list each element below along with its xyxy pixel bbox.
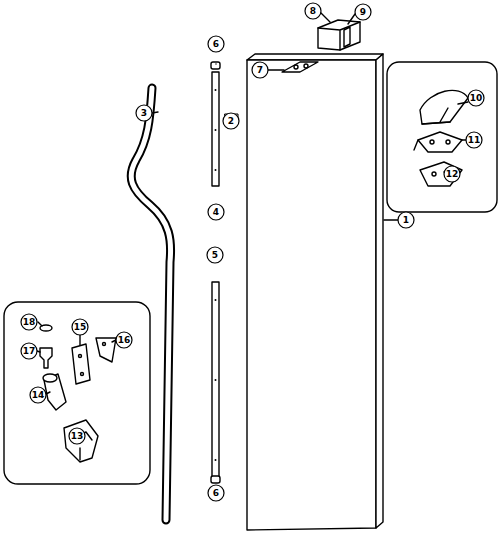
callout-number: 3 <box>136 105 152 121</box>
callout-number: 5 <box>207 247 223 263</box>
callout-circle <box>207 247 223 263</box>
callout-circle <box>466 132 482 148</box>
callout-circle <box>136 105 152 121</box>
callout-circle <box>305 3 321 19</box>
callout-number: 6 <box>208 36 224 52</box>
callout-number: 1 <box>398 212 414 228</box>
callout-number: 14 <box>30 387 46 403</box>
callout-number: 17 <box>21 343 37 359</box>
callout-number: 12 <box>444 166 460 182</box>
callout-circle <box>355 4 371 20</box>
callout-circle <box>252 62 268 78</box>
callout-circle <box>30 387 46 403</box>
callout-number: 18 <box>21 314 37 330</box>
callout-circle <box>468 90 484 106</box>
callout-number: 6 <box>208 485 224 501</box>
callout-number: 4 <box>208 204 224 220</box>
callout-circle <box>116 332 132 348</box>
callout-number: 9 <box>355 4 371 20</box>
callout-number: 15 <box>72 319 88 335</box>
callout-number: 2 <box>223 113 239 129</box>
callout-number: 11 <box>466 132 482 148</box>
callout-circle <box>208 36 224 52</box>
callout-circle <box>21 314 37 330</box>
callout-circle <box>444 166 460 182</box>
callout-number: 7 <box>252 62 268 78</box>
callout-circle <box>223 113 239 129</box>
callout-circle <box>21 343 37 359</box>
callout-number: 13 <box>69 428 85 444</box>
callout-circle <box>208 485 224 501</box>
callout-circle <box>398 212 414 228</box>
callout-number: 10 <box>468 90 484 106</box>
callout-circle <box>208 204 224 220</box>
callout-circle <box>72 319 88 335</box>
callout-number: 16 <box>116 332 132 348</box>
callout-circle <box>69 428 85 444</box>
callout-number: 8 <box>305 3 321 19</box>
